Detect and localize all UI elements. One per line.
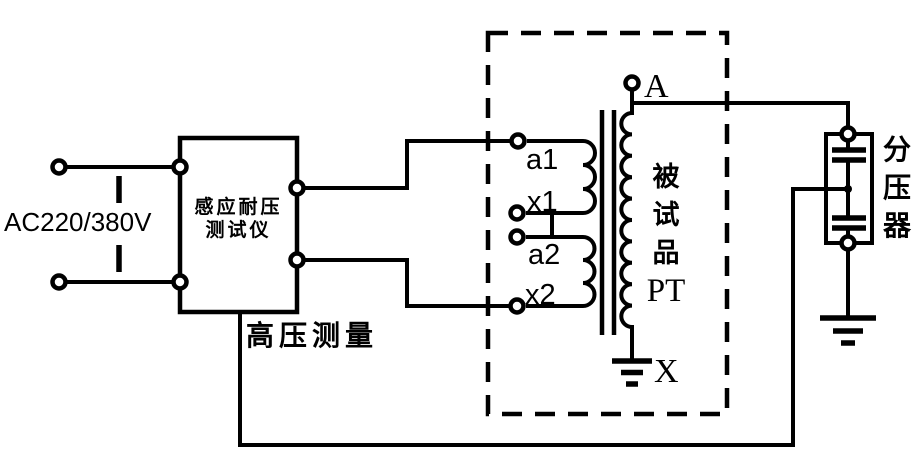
divider-name-char2: 压	[882, 172, 911, 203]
tester-input-terminal-bottom	[171, 273, 189, 291]
tester-output-terminal-bottom	[288, 251, 306, 269]
divider-bottom-terminal	[839, 234, 857, 252]
tester-output-wire-top	[297, 139, 510, 190]
terminal-A	[623, 74, 641, 92]
terminal-a2	[508, 228, 526, 246]
terminal-x1-label: x1	[527, 186, 558, 218]
tester-name-line1: 感应耐压	[194, 197, 283, 218]
tester-output-wire-bottom	[297, 258, 509, 308]
terminal-a2-label: a2	[528, 239, 561, 271]
divider-name-char1: 分	[882, 134, 911, 165]
divider-tap-dot	[844, 185, 852, 193]
test-object-name-suffix: PT	[646, 273, 686, 309]
divider-name-char3: 器	[882, 210, 911, 241]
divider-top-terminal	[839, 125, 857, 143]
test-object-name-char2: 试	[652, 200, 680, 230]
terminal-x1	[508, 204, 526, 222]
ground-symbol-divider	[820, 315, 876, 346]
hv-measure-wire	[238, 187, 846, 447]
divider-name-label: 分 压 器	[877, 131, 917, 245]
terminal-X-label: X	[654, 353, 679, 390]
terminal-ac-top	[50, 158, 68, 176]
test-object-name-char1: 被	[652, 162, 680, 192]
terminal-a-wire	[632, 101, 850, 127]
test-object-name-char3: 品	[652, 238, 680, 268]
tester-name-label: 感应耐压 测试仪	[180, 196, 297, 242]
tester-output-terminal-top	[288, 179, 306, 197]
terminal-a1	[509, 132, 527, 150]
terminal-x2-label: x2	[525, 279, 556, 311]
tester-input-terminal-top	[171, 158, 189, 176]
hv-measure-label: 高压测量	[246, 320, 379, 351]
primary-winding-2	[526, 235, 597, 308]
terminal-a1-label: a1	[526, 144, 559, 176]
tester-name-line2: 测试仪	[205, 220, 272, 241]
terminal-x2	[508, 297, 526, 315]
test-object-name-label: 被 试 品 PT	[642, 158, 690, 310]
terminal-A-label: A	[644, 68, 669, 105]
ac-source-label: AC220/380V	[4, 207, 152, 237]
terminal-ac-bottom	[50, 273, 68, 291]
ground-symbol-x	[612, 358, 652, 387]
primary-winding-1	[526, 139, 597, 215]
secondary-winding	[619, 91, 634, 360]
test-object-dashed-box	[485, 30, 730, 417]
